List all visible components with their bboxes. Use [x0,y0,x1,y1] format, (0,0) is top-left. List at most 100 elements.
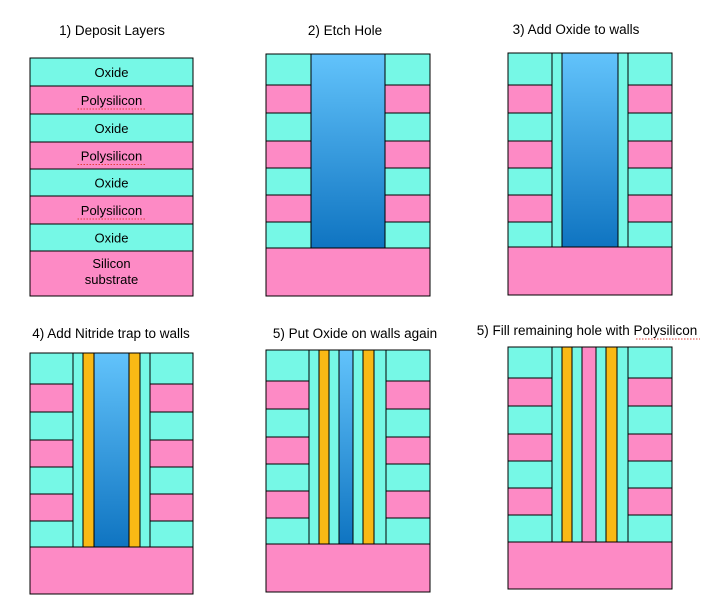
oxide-layer [265,53,312,86]
oxide-wall-liner [551,52,563,248]
oxide-layer [507,167,553,196]
panel-add-nitride-walls [29,352,194,595]
remaining-hole [338,349,354,545]
panel-etch-hole [265,53,431,297]
oxide-wall-liner [308,349,320,545]
oxide-layer [265,112,312,142]
oxide-layer [29,466,74,495]
polysilicon-layer [385,490,431,519]
oxide-layer [627,514,673,543]
etched-hole [310,53,386,249]
oxide-layer [265,517,310,545]
polysilicon-layer [627,433,673,462]
polysilicon-layer [265,436,310,465]
polysilicon-label: Polysilicon [81,149,142,164]
oxide-label: Oxide [95,121,129,136]
polysilicon-layer [507,487,553,516]
oxide-layer [149,520,194,548]
polysilicon-layer [384,140,431,169]
polysilicon-layer [507,194,553,223]
oxide-layer [29,113,194,143]
oxide-layer [627,405,673,435]
oxide-layer [627,167,673,196]
oxide-layer [385,517,431,545]
oxide-layer [265,167,312,196]
step-1-title: 1) Deposit Layers [59,23,165,38]
polysilicon-layer [385,380,431,410]
nitride-trap-layer [128,352,141,548]
polysilicon-layer [507,377,553,407]
oxide-layer [265,349,310,382]
nitride-trap-layer [318,349,330,545]
oxide-label: Oxide [95,231,129,246]
nitride-trap-layer [362,349,375,545]
panel-add-oxide-walls [507,52,673,296]
oxide-wall-liner [139,352,151,548]
oxide-wall-liner [72,352,84,548]
silicon-substrate [29,250,194,297]
oxide-layer [507,405,553,435]
second-oxide-liner [595,346,607,543]
oxide-layer [507,52,553,86]
second-oxide-liner [328,349,340,545]
oxide-layer [385,408,431,438]
oxide-layer [384,221,431,249]
oxide-layer [385,349,431,382]
oxide-layer [385,463,431,492]
silicon-substrate [29,546,194,595]
oxide-layer [29,352,74,385]
second-oxide-liner [352,349,364,545]
oxide-wall-liner [616,346,629,543]
oxide-layer [149,466,194,495]
polysilicon-layer [507,140,553,169]
oxide-layer [149,352,194,385]
polysilicon-layer [507,433,553,462]
oxide-layer [507,346,553,379]
substrate-label-line1: Silicon [92,256,130,271]
polysilicon-layer [265,194,312,223]
oxide-layer [29,168,194,197]
polysilicon-layer [627,377,673,407]
panel-deposit-layers: OxidePolysiliconOxidePolysiliconOxidePol… [29,57,194,297]
step-2-title: 2) Etch Hole [308,23,382,38]
substrate-label-line2: substrate [85,272,138,287]
oxide-label: Oxide [95,176,129,191]
step-5-title: 5) Put Oxide on walls again [273,326,437,341]
silicon-substrate [507,246,673,296]
oxide-layer [507,112,553,142]
step-6-title: 5) Fill remaining hole with Polysilicon [477,323,698,338]
panel-oxide-walls-again [265,349,431,593]
oxide-layer [384,53,431,86]
oxide-layer [29,223,194,252]
polysilicon-layer [265,490,310,519]
oxide-layer [627,52,673,86]
polysilicon-layer [627,194,673,223]
polysilicon-layer [265,380,310,410]
silicon-substrate [265,247,431,297]
oxide-layer [507,514,553,543]
polysilicon-channel-fill [581,346,597,543]
oxide-layer [265,463,310,492]
remaining-hole [93,352,130,548]
polysilicon-layer [627,487,673,516]
oxide-layer [507,221,553,248]
polysilicon-layer [149,439,194,468]
panel-fill-polysilicon [507,346,673,590]
oxide-layer [29,411,74,441]
polysilicon-layer [507,84,553,114]
polysilicon-layer [627,140,673,169]
silicon-substrate [265,543,431,593]
step-3-title: 3) Add Oxide to walls [513,22,640,37]
oxide-layer [265,408,310,438]
nitride-trap-layer [561,346,573,543]
polysilicon-layer [627,84,673,114]
oxide-wall-liner [373,349,387,545]
silicon-substrate [507,541,673,590]
polysilicon-label: Polysilicon [81,93,142,108]
second-oxide-liner [571,346,583,543]
polysilicon-layer [149,493,194,522]
step-4-title: 4) Add Nitride trap to walls [32,326,190,341]
oxide-layer [627,346,673,379]
oxide-layer [627,460,673,489]
